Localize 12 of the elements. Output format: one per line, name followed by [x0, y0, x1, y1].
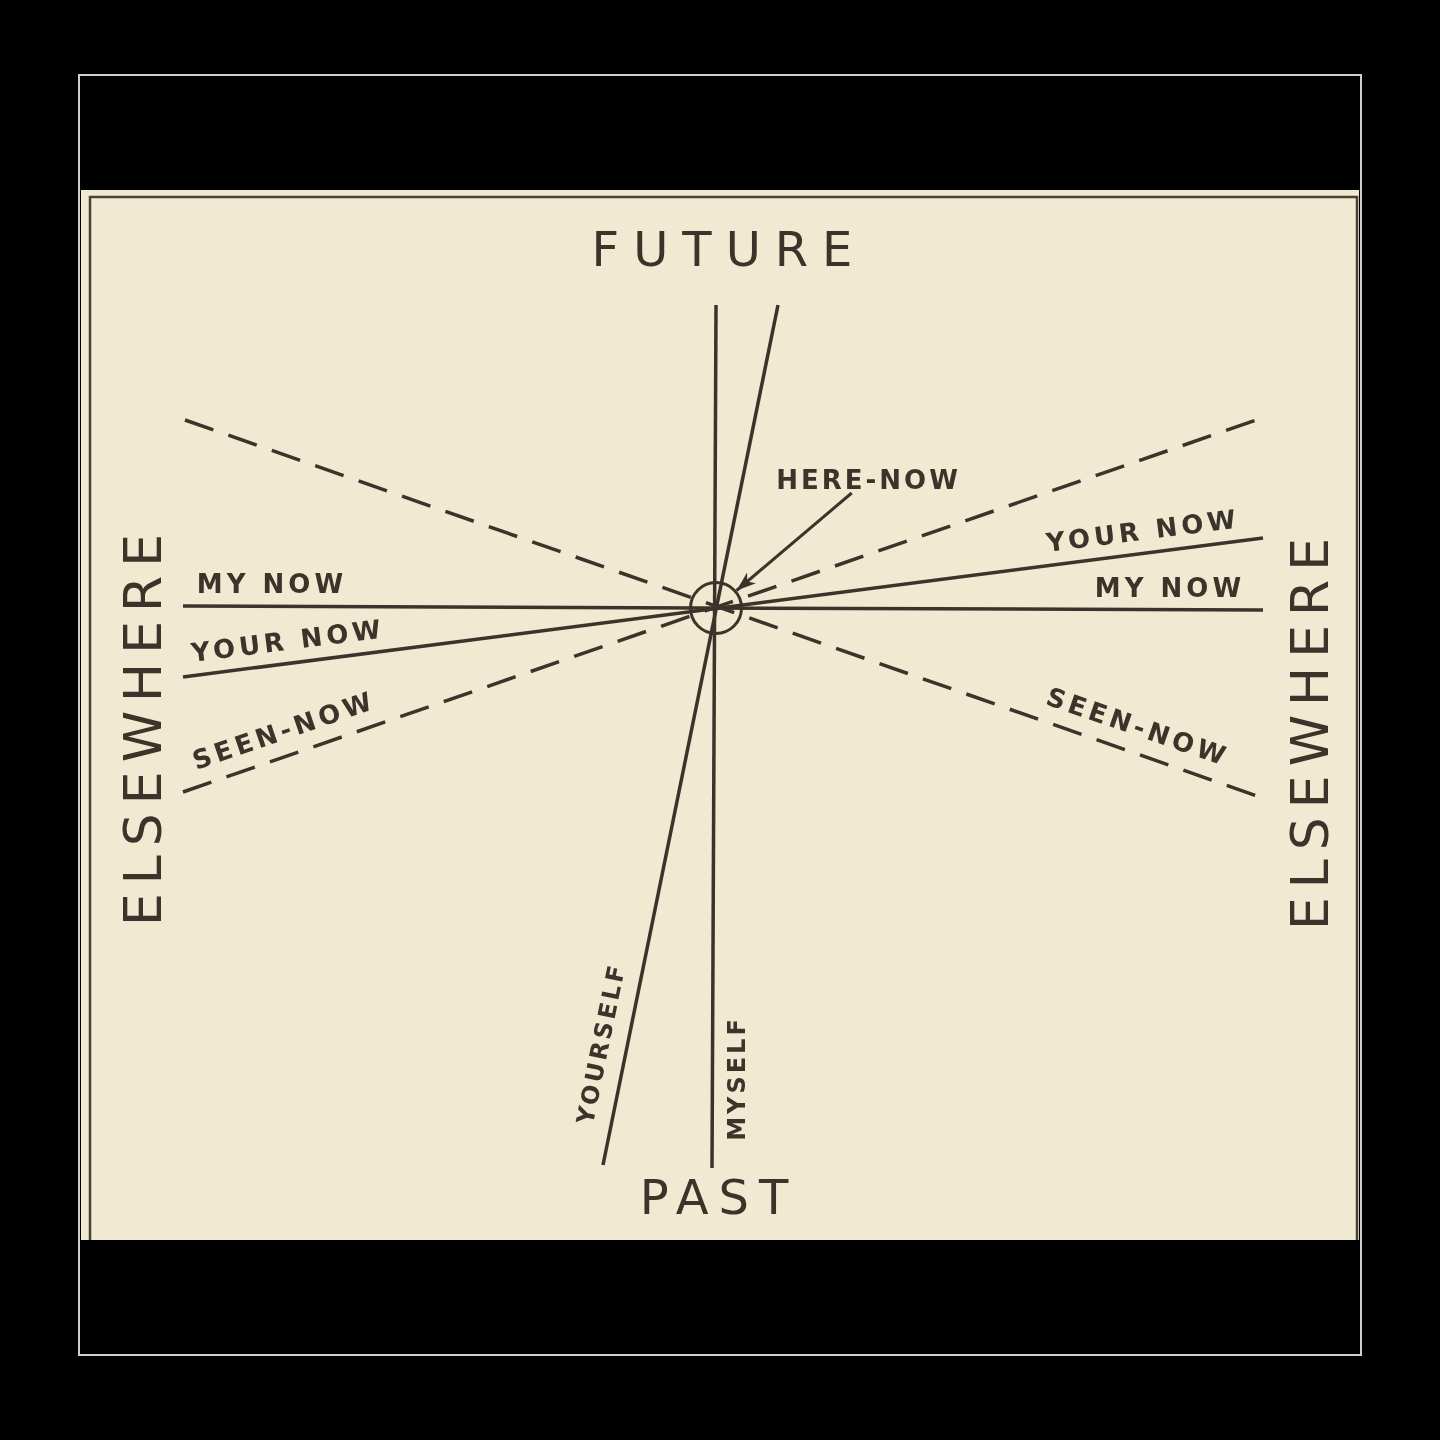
region-label: FUTURE: [590, 225, 867, 273]
region-label: ELSEWHERE: [117, 524, 169, 929]
line-label: MYSELF: [725, 1016, 749, 1143]
callout-text: HERE-NOW: [773, 467, 961, 493]
region-label: ELSEWHERE: [1284, 528, 1336, 933]
leader-arrow: [735, 491, 853, 592]
line-label: MY NOW: [195, 571, 348, 597]
line-label: YOUR NOW: [188, 615, 387, 667]
line-label: YOUR NOW: [1043, 505, 1242, 557]
region-label: PAST: [638, 1173, 799, 1221]
event-circle: [689, 581, 743, 635]
line-label: MY NOW: [1093, 575, 1246, 601]
